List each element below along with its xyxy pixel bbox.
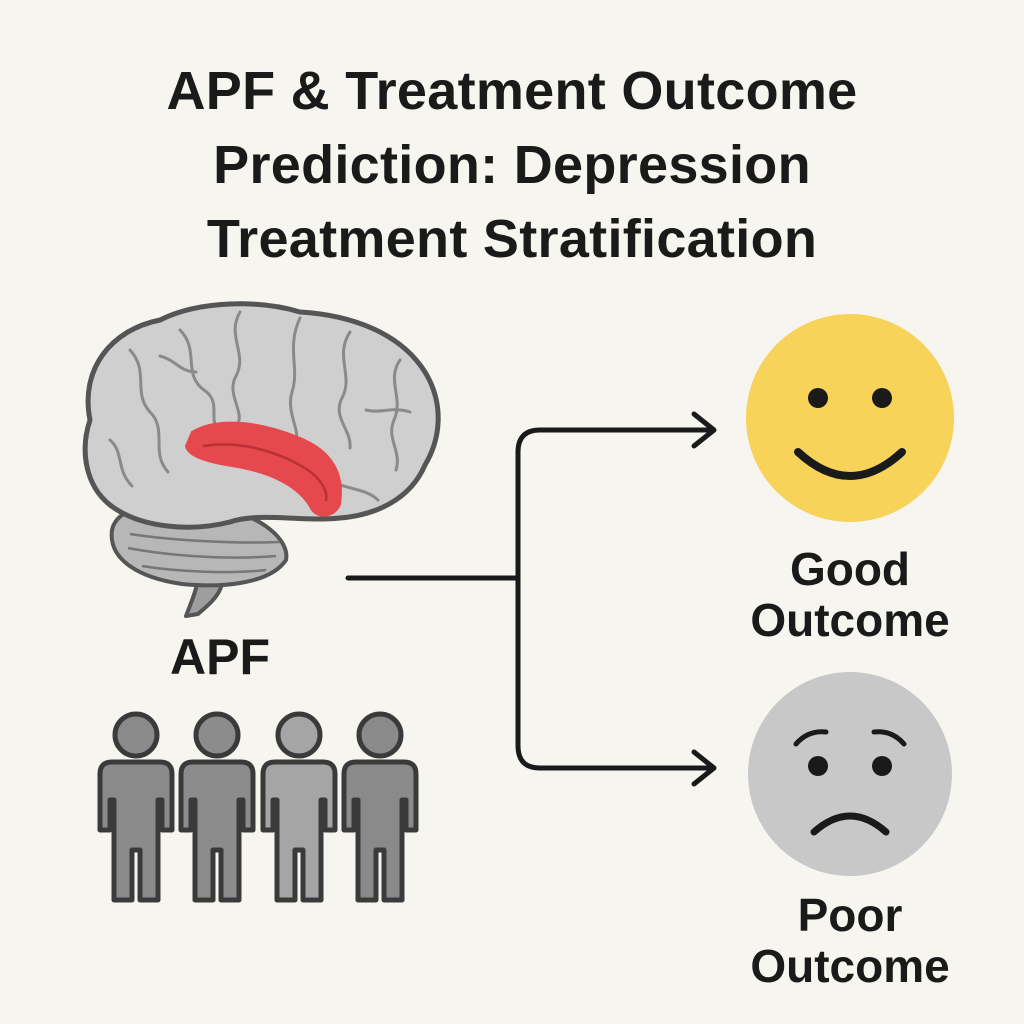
apf-region-highlight bbox=[184, 421, 342, 517]
cerebrum bbox=[82, 301, 441, 530]
connector-to-good bbox=[515, 427, 715, 581]
poor-outcome-line-1: Poor bbox=[797, 889, 903, 941]
good-outcome-line-2: Outcome bbox=[750, 593, 950, 646]
title-line-3: Treatment Stratification bbox=[206, 209, 818, 269]
sad-face-icon bbox=[748, 672, 952, 876]
person-icon bbox=[341, 711, 419, 903]
poor-outcome-line-2: Outcome bbox=[750, 939, 950, 992]
arrowhead-to-poor bbox=[691, 749, 717, 787]
arrowhead-to-good bbox=[691, 411, 717, 449]
apf-label: APF bbox=[170, 629, 270, 685]
branch-connector bbox=[345, 411, 717, 787]
poor-outcome-label: Poor Outcome bbox=[720, 890, 980, 991]
good-outcome-label: Good Outcome bbox=[720, 544, 980, 645]
connector-to-poor bbox=[515, 575, 715, 771]
title-line-2: Prediction: Depression bbox=[213, 135, 811, 195]
diagram-title: APF & Treatment Outcome Prediction: Depr… bbox=[0, 54, 1024, 276]
person-icon bbox=[97, 711, 175, 903]
person-icon bbox=[178, 711, 256, 903]
person-icon bbox=[260, 711, 338, 903]
good-outcome-line-1: Good bbox=[789, 543, 911, 595]
title-line-1: APF & Treatment Outcome bbox=[166, 61, 858, 121]
smiley-face-icon bbox=[746, 314, 954, 522]
people-group-icon bbox=[97, 711, 419, 903]
brain-icon bbox=[82, 301, 441, 618]
